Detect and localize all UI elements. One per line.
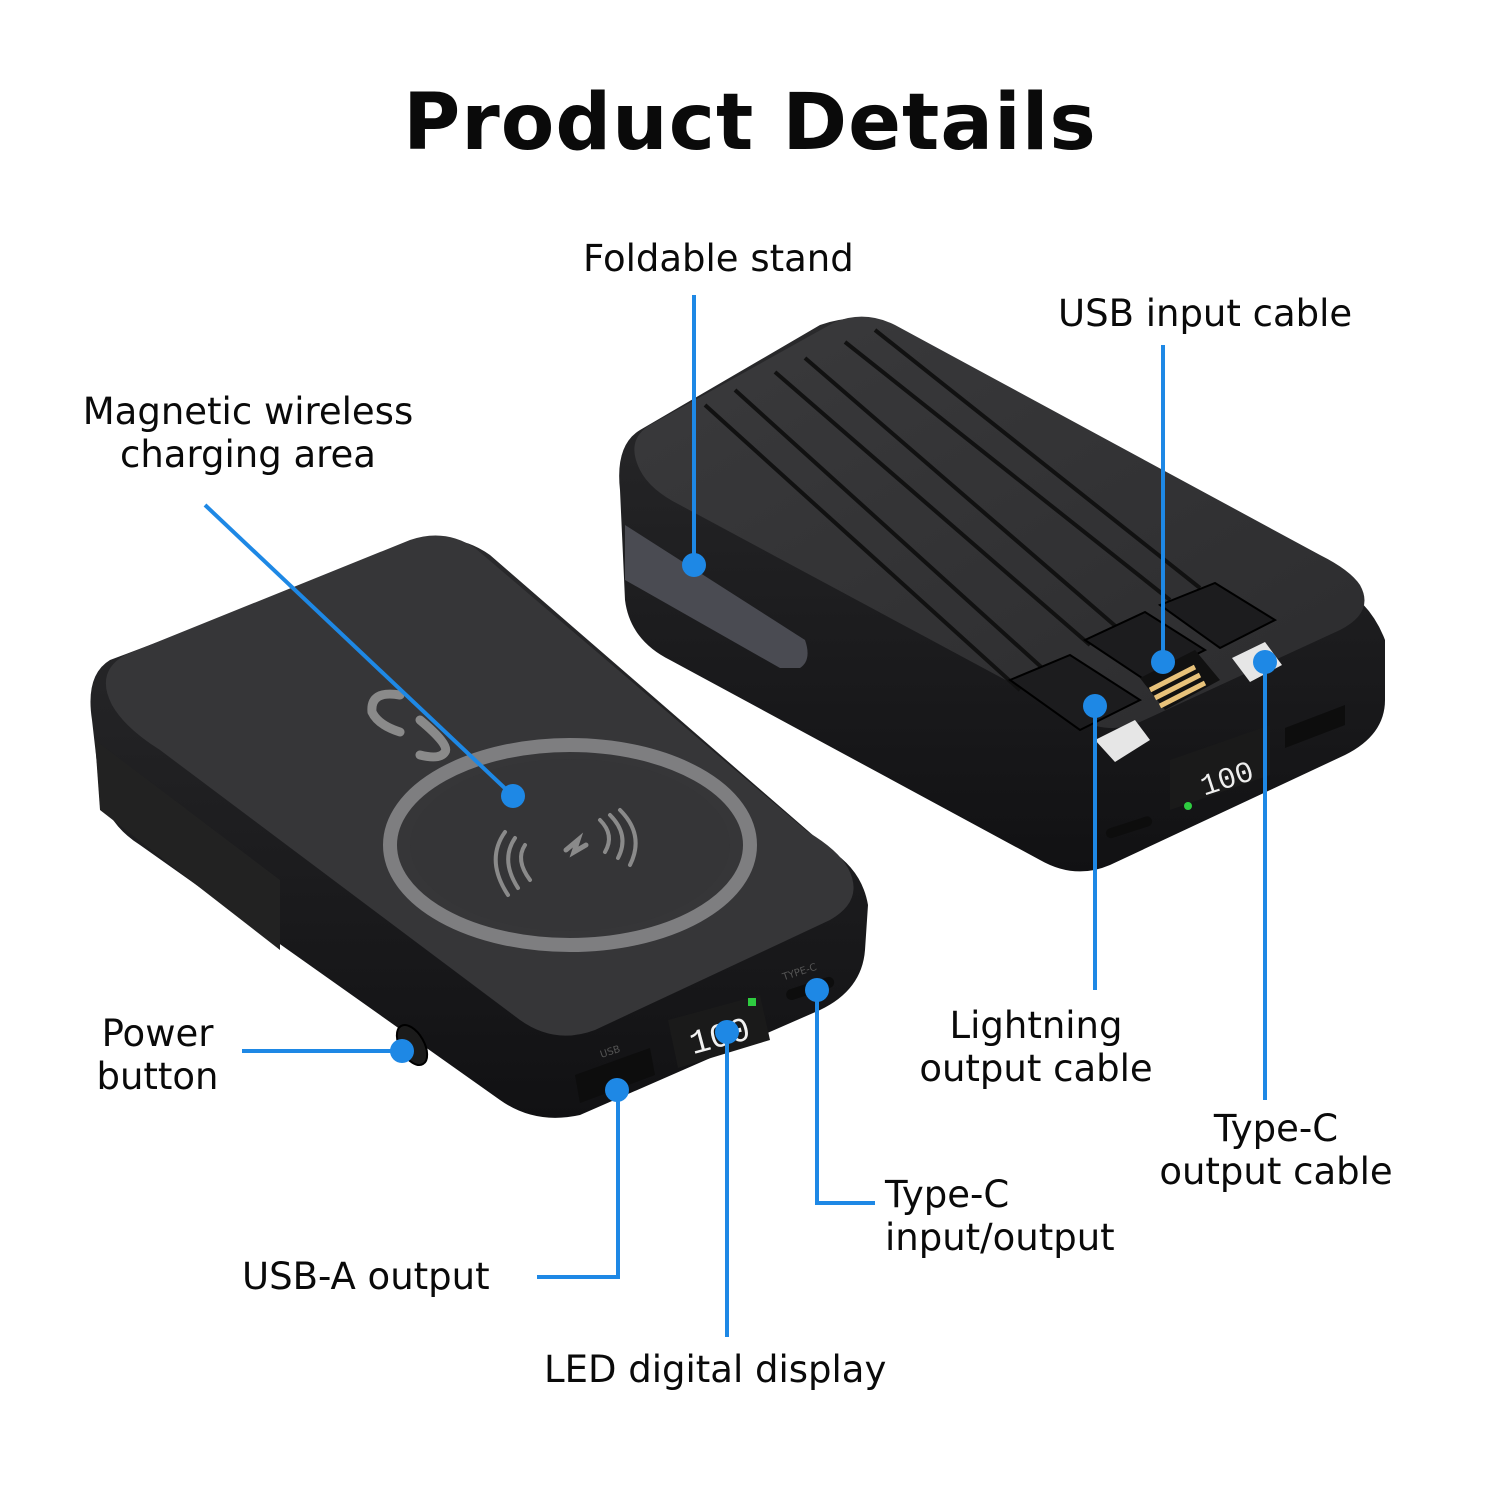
dot-typec-cable [1253, 650, 1277, 674]
device-front: 100 USB TYPE-C [90, 535, 868, 1118]
label-usb-input-cable: USB input cable [1058, 292, 1353, 335]
device-back: 100 [619, 316, 1385, 872]
brand-logo-icon [367, 689, 451, 762]
label-typec-output-cable: Type-C output cable [1159, 1107, 1393, 1193]
dot-magnetic [501, 784, 525, 808]
foldable-stand[interactable] [625, 525, 808, 668]
page-title: Product Details [403, 78, 1097, 168]
front-usb-a-port [575, 1048, 655, 1103]
dot-power [390, 1039, 414, 1063]
dot-typec-io [805, 978, 829, 1002]
label-led-display: LED digital display [544, 1348, 887, 1391]
wireless-charging-icon [493, 808, 638, 897]
cable-usb[interactable] [1082, 610, 1220, 710]
callout-usb-a [537, 1090, 620, 1279]
dot-usb-input [1151, 650, 1175, 674]
dot-foldable-stand [682, 553, 706, 577]
dot-lightning [1083, 694, 1107, 718]
front-side-edge [95, 740, 280, 950]
label-foldable-stand: Foldable stand [583, 237, 854, 280]
dot-led [715, 1020, 739, 1044]
callout-typec-io [815, 990, 875, 1205]
label-power-button: Power button [96, 1012, 219, 1098]
label-magnetic-wireless: Magnetic wireless charging area [82, 390, 414, 476]
cable-lightning[interactable] [1007, 653, 1150, 762]
cable-grooves [703, 328, 1202, 692]
label-usb-a-output: USB-A output [242, 1255, 490, 1298]
wireless-charging-area[interactable] [383, 738, 757, 952]
back-usb-port [1285, 705, 1345, 748]
callout-magnetic [203, 503, 514, 797]
dot-usb-a [605, 1078, 629, 1102]
battery-icon [748, 998, 756, 1006]
label-lightning-cable: Lightning output cable [919, 1004, 1153, 1090]
callout-dots [390, 553, 1277, 1102]
callout-lines [203, 295, 1267, 1337]
back-typec-port [1105, 816, 1153, 839]
label-typec-input-output: Type-C input/output [885, 1173, 1115, 1259]
